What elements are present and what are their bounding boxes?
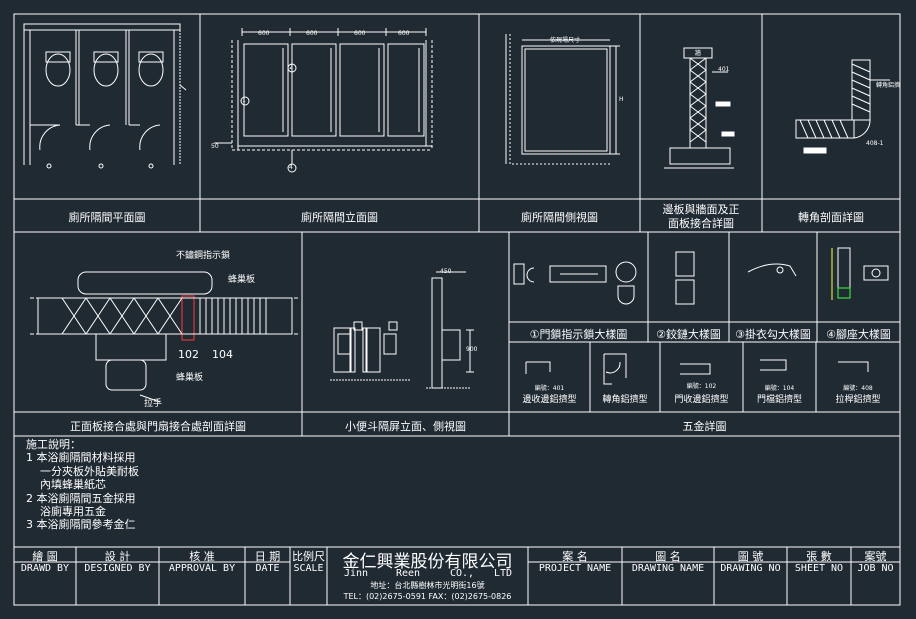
project-name-zh: 案 名 [562, 550, 588, 563]
annotation-handle: 拉手 [144, 399, 163, 409]
company-en-2: Reen [396, 568, 421, 579]
notes-title: 施工說明： [26, 438, 81, 451]
dim-600-b: 600 [306, 30, 318, 37]
profile-label-102: 門收邊鋁擠型 [674, 395, 729, 405]
hardware-item-hook: ③掛衣勾大樣圖 [735, 328, 811, 341]
urinal-label: 小便斗隔屏立面、側視圖 [345, 420, 466, 433]
approval-by-zh: 核 准 [189, 550, 215, 563]
drawn-by-zh: 繪 圖 [32, 550, 58, 563]
drawing-no-zh: 圖 號 [737, 550, 764, 563]
hardware-item-foot: ④腳座大樣圖 [826, 328, 891, 341]
hardware-drawings [513, 247, 889, 305]
wall-joint-label-1: 邊板與牆面及正 [662, 203, 740, 216]
dim-600-d: 600 [398, 30, 410, 37]
designed-by-zh: 設 計 [104, 550, 131, 563]
profile-code-401: 編號：401 [534, 385, 565, 392]
profile-drawings [525, 353, 869, 385]
dim-50: 50 [211, 143, 219, 150]
elevation-drawing [214, 28, 433, 173]
note-line: 一分夾板外貼美耐板 [40, 464, 139, 478]
job-no-zh: 案號 [864, 550, 887, 563]
wall-joint-label-2: 面板接合詳圖 [668, 217, 734, 230]
note-line: 浴廁專用五金 [40, 505, 106, 519]
scale-en: SCALE [293, 563, 324, 574]
annotation-102: 102 [178, 348, 199, 361]
note-line: 1 本浴廁隔間材料採用 [26, 451, 136, 465]
note-line: 2 本浴廁隔間五金採用 [26, 491, 136, 505]
plan-view-label: 廁所隔間平面圖 [68, 211, 146, 224]
profile-code-102: 編號：102 [686, 383, 717, 390]
wall-label: 牆 [695, 50, 702, 57]
hardware-item-lock: ①門鎖指示鎖大樣圖 [529, 328, 628, 341]
note-line: 內填蜂巢紙芯 [40, 478, 106, 492]
circle-1-label: 1 [242, 97, 246, 104]
drawing-no-en: DRAWING NO [720, 563, 781, 574]
profile-label-104: 門檔鋁擠型 [756, 395, 802, 405]
sheet-no-en: SHEET NO [794, 563, 844, 574]
project-name-en: PROJECT NAME [538, 563, 612, 574]
drawing-name-zh: 圖 名 [655, 550, 681, 563]
corner-label: 轉角剖面詳圖 [798, 211, 864, 224]
profile-code-408: 編號：408 [843, 385, 873, 392]
designed-by-en: DESIGNED BY [84, 563, 151, 574]
side-h-dim: H [619, 96, 624, 103]
corner-drawing [795, 59, 890, 154]
wall-joint-drawing [664, 47, 735, 169]
corner-408-label: 408-1 [866, 140, 884, 147]
sheet-no-zh: 張 數 [806, 550, 832, 563]
dim-450: 450 [440, 268, 452, 275]
wall-401-label: 401 [718, 66, 730, 73]
urinal-screen-drawing [330, 271, 474, 389]
profile-label-408: 拉桿鋁擠型 [835, 395, 881, 405]
profile-label-corner: 轉角鋁擠型 [602, 395, 648, 405]
dim-900: 900 [466, 346, 478, 353]
annotation-104: 104 [212, 348, 233, 361]
side-view-label: 廁所隔間側視圖 [521, 211, 598, 224]
front-joint-label: 正面板接合處與門扇接合處剖面詳圖 [70, 420, 246, 433]
drawing-name-en: DRAWING NAME [631, 563, 705, 574]
approval-by-en: APPROVAL BY [168, 563, 236, 574]
elevation-label: 廁所隔間立面圖 [301, 211, 378, 224]
annotation-honeycomb-bottom: 蜂巢板 [176, 373, 204, 383]
job-no-en: JOB NO [857, 563, 894, 574]
company-en-3: CO., [450, 568, 475, 579]
date-zh: 日 期 [254, 550, 281, 563]
plan-view-drawing [23, 23, 187, 169]
drawn-by-en: DRAWD BY [20, 563, 70, 574]
scale-zh: 比例尺 [292, 550, 325, 563]
note-line: 3 本浴廁隔間參考金仁 [26, 518, 136, 532]
company-address: 地址：台北縣樹林市光明街16號 [370, 581, 485, 590]
circle-4-label: 4 [289, 164, 293, 171]
date-en: DATE [255, 563, 280, 574]
dim-600-c: 600 [354, 30, 366, 37]
profile-code-104: 編號：104 [764, 385, 795, 392]
profile-label-401: 邊收邊鋁擠型 [522, 395, 577, 405]
annotation-lock: 不鏽鋼指示鎖 [176, 251, 231, 261]
company-tel: TEL：(02)2675-0591 FAX：(02)2675-0826 [343, 592, 512, 601]
dim-600-a: 600 [258, 30, 270, 37]
circle-2-label: 2 [289, 64, 293, 71]
hardware-item-hinge: ②鉸鏈大樣圖 [656, 328, 721, 341]
side-view-drawing [505, 34, 620, 165]
company-en-1: Jinn [344, 568, 369, 579]
outer-frame [13, 13, 901, 606]
corner-extrusion-label: 轉角鋁擠 [876, 82, 901, 89]
front-joint-drawing [30, 271, 300, 403]
construction-notes: 施工說明： 1 本浴廁隔間材料採用 一分夾板外貼美耐板 內填蜂巢紙芯 2 本浴廁… [26, 438, 139, 532]
hardware-label: 五金詳圖 [682, 420, 727, 433]
annotation-honeycomb-top: 蜂巢板 [228, 275, 256, 285]
company-en-4: LTD [494, 568, 513, 579]
company-name-zh: 金仁興業股份有限公司 [342, 552, 513, 572]
side-top-dim: 依現場尺寸 [550, 37, 581, 44]
